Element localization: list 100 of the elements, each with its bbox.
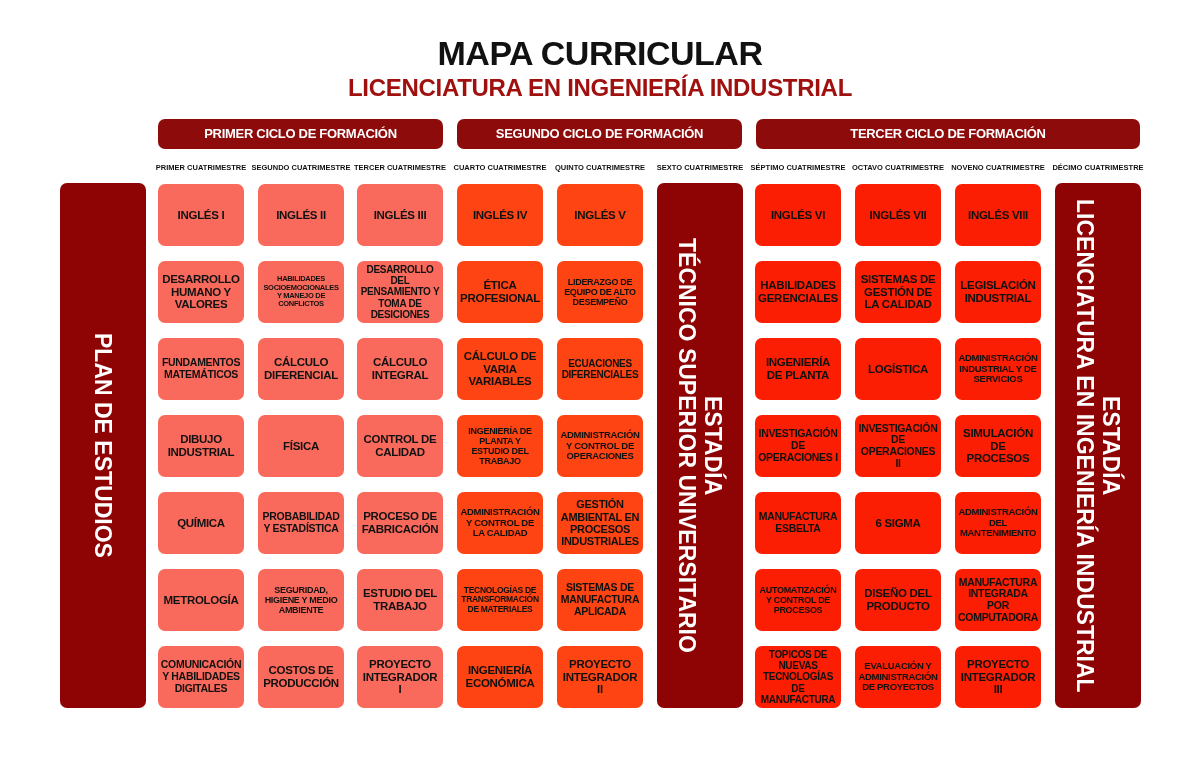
course-box xyxy=(855,415,941,477)
course-box xyxy=(357,338,443,400)
course-box xyxy=(258,492,344,554)
course-box xyxy=(158,184,244,246)
course-name: METROLOGÍA xyxy=(163,593,239,607)
course-name: SISTEMAS DE MANUFACTURA APLICADA xyxy=(560,582,640,618)
course-name: CÁLCULO INTEGRAL xyxy=(370,356,430,382)
course-name: DIBUJO INDUSTRIAL xyxy=(166,433,236,459)
course-box xyxy=(557,569,643,631)
course-box xyxy=(158,338,244,400)
course-box xyxy=(855,184,941,246)
course-box xyxy=(755,492,841,554)
course-name: CÁLCULO DIFERENCIAL xyxy=(263,356,339,382)
course-name: SIMULACIÓN DE PROCESOS xyxy=(962,426,1034,466)
banner-text: PRIMER CICLO DE FORMACIÓN xyxy=(204,126,397,142)
course-box xyxy=(158,569,244,631)
course-box xyxy=(457,646,543,708)
course-box xyxy=(258,415,344,477)
course-name: INGLÉS V xyxy=(574,208,626,222)
course-box xyxy=(258,646,344,708)
cycle-header-bar xyxy=(457,119,742,149)
course-name: HABILIDADES GERENCIALES xyxy=(758,279,838,305)
course-box xyxy=(158,646,244,708)
course-name: INVESTIGACIÓN DE OPERACIONES I xyxy=(758,428,838,464)
banner-text: SEGUNDO CICLO DE FORMACIÓN xyxy=(495,126,704,142)
course-name: 6 SIGMA xyxy=(875,516,921,530)
course-name: QUÍMICA xyxy=(177,516,225,530)
course-box xyxy=(855,261,941,323)
course-box xyxy=(557,646,643,708)
course-box xyxy=(258,261,344,323)
course-box xyxy=(955,569,1041,631)
course-box xyxy=(955,492,1041,554)
course-box xyxy=(755,184,841,246)
course-box xyxy=(457,261,543,323)
course-box xyxy=(258,184,344,246)
course-name: COSTOS DE PRODUCCIÓN xyxy=(262,664,340,690)
course-name: DESARROLLO HUMANO Y VALORES xyxy=(161,272,241,312)
banner-text: TÉCNICO SUPERIOR UNIVERSITARIO xyxy=(673,238,700,653)
course-box xyxy=(955,261,1041,323)
course-box xyxy=(855,569,941,631)
course-name: ESTUDIO DEL TRABAJO xyxy=(362,587,438,613)
vertical-banner xyxy=(60,183,146,708)
course-box xyxy=(955,415,1041,477)
course-name: LEGISLACIÓN INDUSTRIAL xyxy=(959,279,1037,305)
course-box xyxy=(755,261,841,323)
course-box xyxy=(158,261,244,323)
course-box xyxy=(457,338,543,400)
vertical-banner xyxy=(1055,183,1141,708)
course-box xyxy=(755,569,841,631)
banner-text: LICENCIATURA EN INGENIERÍA INDUSTRIAL xyxy=(1071,198,1098,693)
course-name: INGENIERÍA ECONÓMICA xyxy=(464,664,536,690)
course-name: SEGURIDAD, HIGIENE Y MEDIO AMBIENTE xyxy=(263,584,339,616)
course-name: TECNOLOGÍAS DE TRANSFORMACIÓN DE MATERIALES xyxy=(460,585,540,615)
course-name: INGENIERÍA DE PLANTA Y ESTUDIO DEL TRABAJO xyxy=(467,425,533,467)
vertical-banner xyxy=(657,183,743,708)
cycle-header-bar xyxy=(158,119,443,149)
course-box xyxy=(357,646,443,708)
diagram-title: MAPA CURRICULAR xyxy=(436,34,764,73)
course-name: PROYECTO INTEGRADOR III xyxy=(959,657,1037,697)
course-name: PROCESO DE FABRICACIÓN xyxy=(360,510,440,536)
course-name: LIDERAZGO DE EQUIPO DE ALTO DESEMPEÑO xyxy=(563,276,637,308)
course-name: ADMINISTRACIÓN Y CONTROL DE LA CALIDAD xyxy=(460,507,540,539)
course-name: INGENIERÍA DE PLANTA xyxy=(764,356,832,382)
subtitle: LICENCIATURA EN INGENIERÍA INDUSTRIAL xyxy=(347,74,853,102)
course-box xyxy=(755,415,841,477)
course-box xyxy=(955,338,1041,400)
course-name: ADMINISTRACIÓN INDUSTRIAL Y DE SERVICIOS xyxy=(958,353,1038,385)
course-box xyxy=(855,338,941,400)
course-name: ECUACIONES DIFERENCIALES xyxy=(560,357,640,381)
course-name: INGLÉS VII xyxy=(869,208,927,222)
course-name: ADMINISTRACIÓN Y CONTROL DE OPERACIONES xyxy=(560,430,640,462)
course-box xyxy=(955,184,1041,246)
course-box xyxy=(258,338,344,400)
course-box xyxy=(158,492,244,554)
banner-text: ESTADÍA xyxy=(700,395,727,496)
course-box xyxy=(557,415,643,477)
course-name: INVESTIGACIÓN DE OPERACIONES II xyxy=(858,422,938,470)
course-box xyxy=(357,415,443,477)
course-name: LOGÍSTICA xyxy=(868,362,928,376)
course-name: INGLÉS VIII xyxy=(968,208,1028,222)
course-name: CÁLCULO DE VARIA VARIABLES xyxy=(462,349,538,389)
course-box xyxy=(158,415,244,477)
course-name: MANUFACTURA ESBELTA xyxy=(758,511,838,535)
banner-text: TERCER CICLO DE FORMACIÓN xyxy=(850,126,1046,142)
course-name: CONTROL DE CALIDAD xyxy=(362,433,438,459)
banner-text: ESTADÍA xyxy=(1098,395,1125,496)
course-box xyxy=(457,415,543,477)
course-name: INGLÉS VI xyxy=(770,208,826,222)
course-box xyxy=(457,184,543,246)
course-name: INGLÉS III xyxy=(373,208,427,222)
course-name: TOPICOS DE NUEVAS TECNOLOGÍAS DE MANUFACTURA xyxy=(759,649,837,705)
course-name: DESARROLLO DEL PENSAMIENTO Y TOMA DE DESICIONES xyxy=(360,264,440,320)
course-name: PROBABILIDAD Y ESTADÍSTICA xyxy=(261,511,341,535)
course-box xyxy=(357,569,443,631)
cycle-header-bar xyxy=(756,119,1140,149)
course-name: PROYECTO INTEGRADOR I xyxy=(361,657,439,697)
banner-text: PLAN DE ESTUDIOS xyxy=(89,333,117,558)
course-name: FUNDAMENTOS MATEMÁTICOS xyxy=(161,357,241,381)
course-box xyxy=(557,492,643,554)
course-name: DISEÑO DEL PRODUCTO xyxy=(863,587,933,613)
